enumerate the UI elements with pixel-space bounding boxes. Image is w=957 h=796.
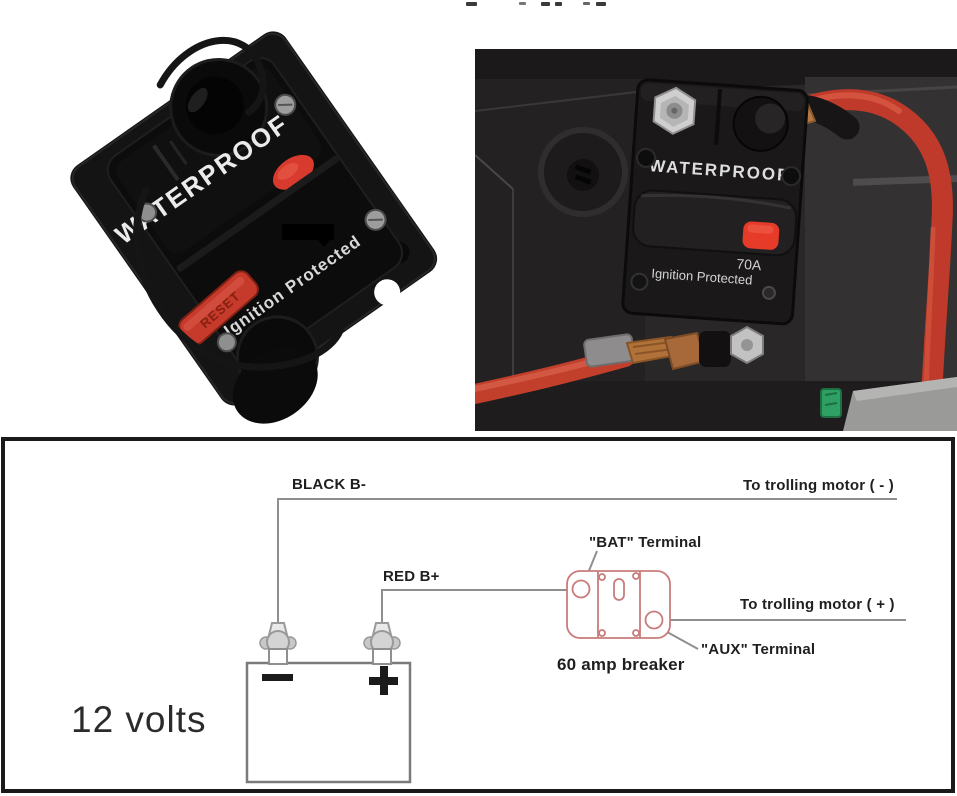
wiring-diagram-drawing bbox=[1, 437, 955, 793]
bail-wire bbox=[133, 186, 346, 371]
breaker-caption: 60 amp breaker bbox=[557, 655, 685, 674]
red-cable-positive bbox=[784, 89, 953, 431]
screw bbox=[781, 166, 802, 187]
breaker-product: WATERPROOF Ignition Protected RESET bbox=[70, 31, 438, 424]
panel-recess bbox=[538, 127, 628, 217]
screw bbox=[636, 147, 657, 168]
battery-voltage-label: 12 volts bbox=[71, 699, 207, 740]
cropped-title-fragment bbox=[596, 2, 606, 6]
breaker-symbol bbox=[566, 570, 671, 639]
screws bbox=[137, 93, 387, 353]
breaker-installed: WATERPROOF 70A Ignition Protected bbox=[621, 78, 809, 326]
mounting-hole bbox=[374, 279, 401, 306]
bat-terminal-symbol bbox=[571, 579, 591, 599]
black-wire-negative bbox=[277, 498, 897, 623]
battery-minus-symbol bbox=[262, 674, 293, 681]
battery-plus-symbol bbox=[369, 666, 398, 695]
aux-terminal-symbol bbox=[644, 610, 664, 630]
bat-terminal-label: "BAT" Terminal bbox=[589, 534, 702, 551]
ignition-protected-label: Ignition Protected bbox=[651, 266, 753, 288]
censor-patch bbox=[318, 240, 330, 247]
stud-base bbox=[699, 331, 731, 367]
hex-nut bbox=[730, 325, 764, 365]
installed-photo: WATERPROOF 70A Ignition Protected bbox=[475, 49, 957, 431]
cropped-title-fragment bbox=[555, 2, 562, 6]
wiring-diagram: BLACK B- To trolling motor ( - ) RED B+ … bbox=[0, 437, 957, 796]
cropped-title-fragment bbox=[583, 2, 590, 5]
red-wire-label: RED B+ bbox=[383, 568, 440, 585]
diagram-border bbox=[1, 437, 955, 793]
cropped-title-fragment bbox=[541, 2, 550, 6]
screw bbox=[630, 272, 649, 291]
bail-wire bbox=[156, 36, 267, 116]
battery-terminal-negative bbox=[259, 622, 297, 665]
motor-positive-label: To trolling motor ( + ) bbox=[740, 596, 895, 613]
cropped-title-fragment bbox=[519, 2, 526, 5]
aux-terminal-label: "AUX" Terminal bbox=[701, 641, 816, 658]
cropped-title-fragment bbox=[466, 2, 477, 6]
battery-symbol bbox=[245, 661, 412, 784]
motor-negative-label: To trolling motor ( - ) bbox=[743, 477, 894, 494]
black-wire-label: BLACK B- bbox=[292, 476, 367, 493]
screw bbox=[761, 285, 776, 300]
censor-patch bbox=[282, 224, 334, 240]
heat-shrink bbox=[583, 333, 636, 368]
amp-rating-label: 70A bbox=[736, 256, 763, 274]
product-photo: WATERPROOF Ignition Protected RESET bbox=[70, 31, 438, 424]
hex-nut bbox=[652, 86, 697, 135]
red-wire-positive bbox=[381, 589, 572, 623]
battery-terminal-positive bbox=[363, 622, 401, 665]
